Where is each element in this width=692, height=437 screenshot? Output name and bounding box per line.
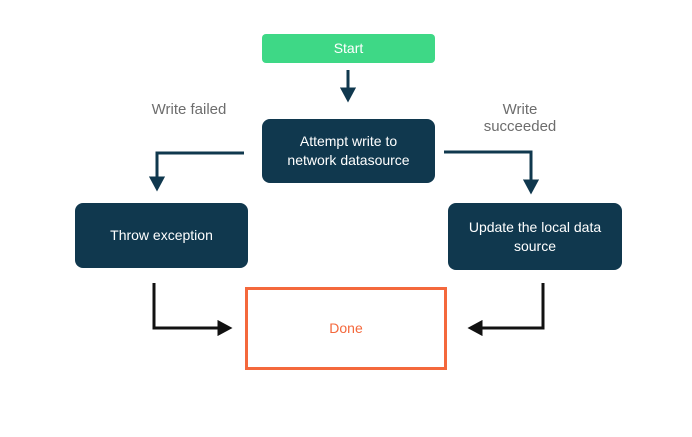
node-throw-exception: Throw exception <box>75 203 248 268</box>
edge-attempt-to-throw-exception <box>148 151 244 192</box>
node-attempt-write-label: Attempt write to network datasource <box>287 133 410 168</box>
node-start-label: Start <box>333 40 364 56</box>
node-update-local-data: Update the local data source <box>448 203 622 270</box>
edge-update-local-to-done <box>467 283 545 337</box>
edge-throw-exception-to-done <box>152 283 233 337</box>
edge-label-write-failed: Write failed <box>151 101 227 118</box>
node-update-local-data-label: Update the local data source <box>468 218 602 254</box>
edge-label-write-succeeded: Write succeeded <box>483 101 557 135</box>
node-throw-exception-label: Throw exception <box>110 227 213 243</box>
edge-attempt-to-update-local <box>444 150 540 195</box>
node-start: Start <box>262 34 435 63</box>
node-done: Done <box>245 287 447 370</box>
node-attempt-write: Attempt write to network datasource <box>262 119 435 183</box>
node-done-label: Done <box>329 320 363 336</box>
